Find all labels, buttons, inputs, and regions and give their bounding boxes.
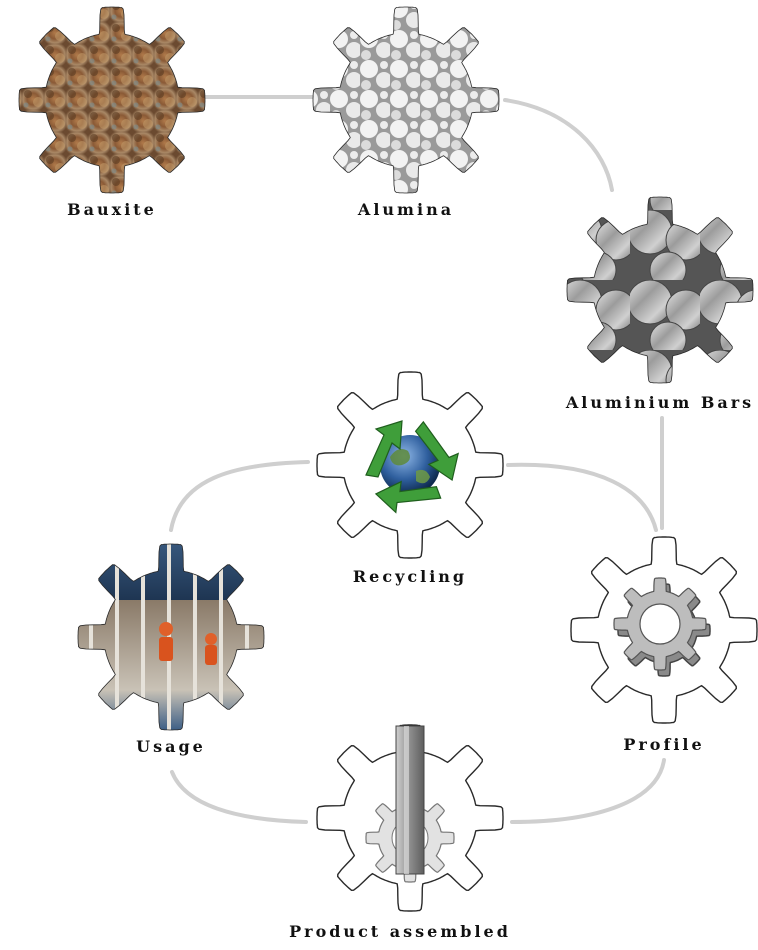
stage-label-bauxite: Bauxite xyxy=(67,200,157,219)
gear-shape-usage xyxy=(78,544,264,730)
connector-profile-to-product xyxy=(512,760,664,822)
gear-bauxite xyxy=(19,7,205,193)
stage-label-profile: Profile xyxy=(623,735,704,754)
connector-product-to-usage xyxy=(172,772,306,822)
stage-label-product-assembled: Product assembled xyxy=(289,922,511,941)
stage-label-aluminium-bars: Aluminium Bars xyxy=(566,393,754,412)
gear-alumina xyxy=(313,7,499,193)
gear-recycling xyxy=(317,372,503,558)
connector-usage-to-recycling xyxy=(171,462,308,530)
stage-label-usage: Usage xyxy=(136,737,206,756)
gear-usage xyxy=(78,544,264,730)
connector-recycling-to-profile xyxy=(508,465,656,530)
gears xyxy=(19,7,757,911)
gear-product xyxy=(317,725,503,911)
gear-shape-bauxite xyxy=(19,7,205,193)
connector-alumina-to-bars xyxy=(505,100,612,190)
stage-label-alumina: Alumina xyxy=(358,200,454,219)
gear-profile xyxy=(571,537,757,723)
gear-bars xyxy=(567,197,753,383)
gear-shape-bars xyxy=(567,197,753,383)
gear-shape-alumina xyxy=(313,7,499,193)
stage-label-recycling: Recycling xyxy=(353,567,467,586)
